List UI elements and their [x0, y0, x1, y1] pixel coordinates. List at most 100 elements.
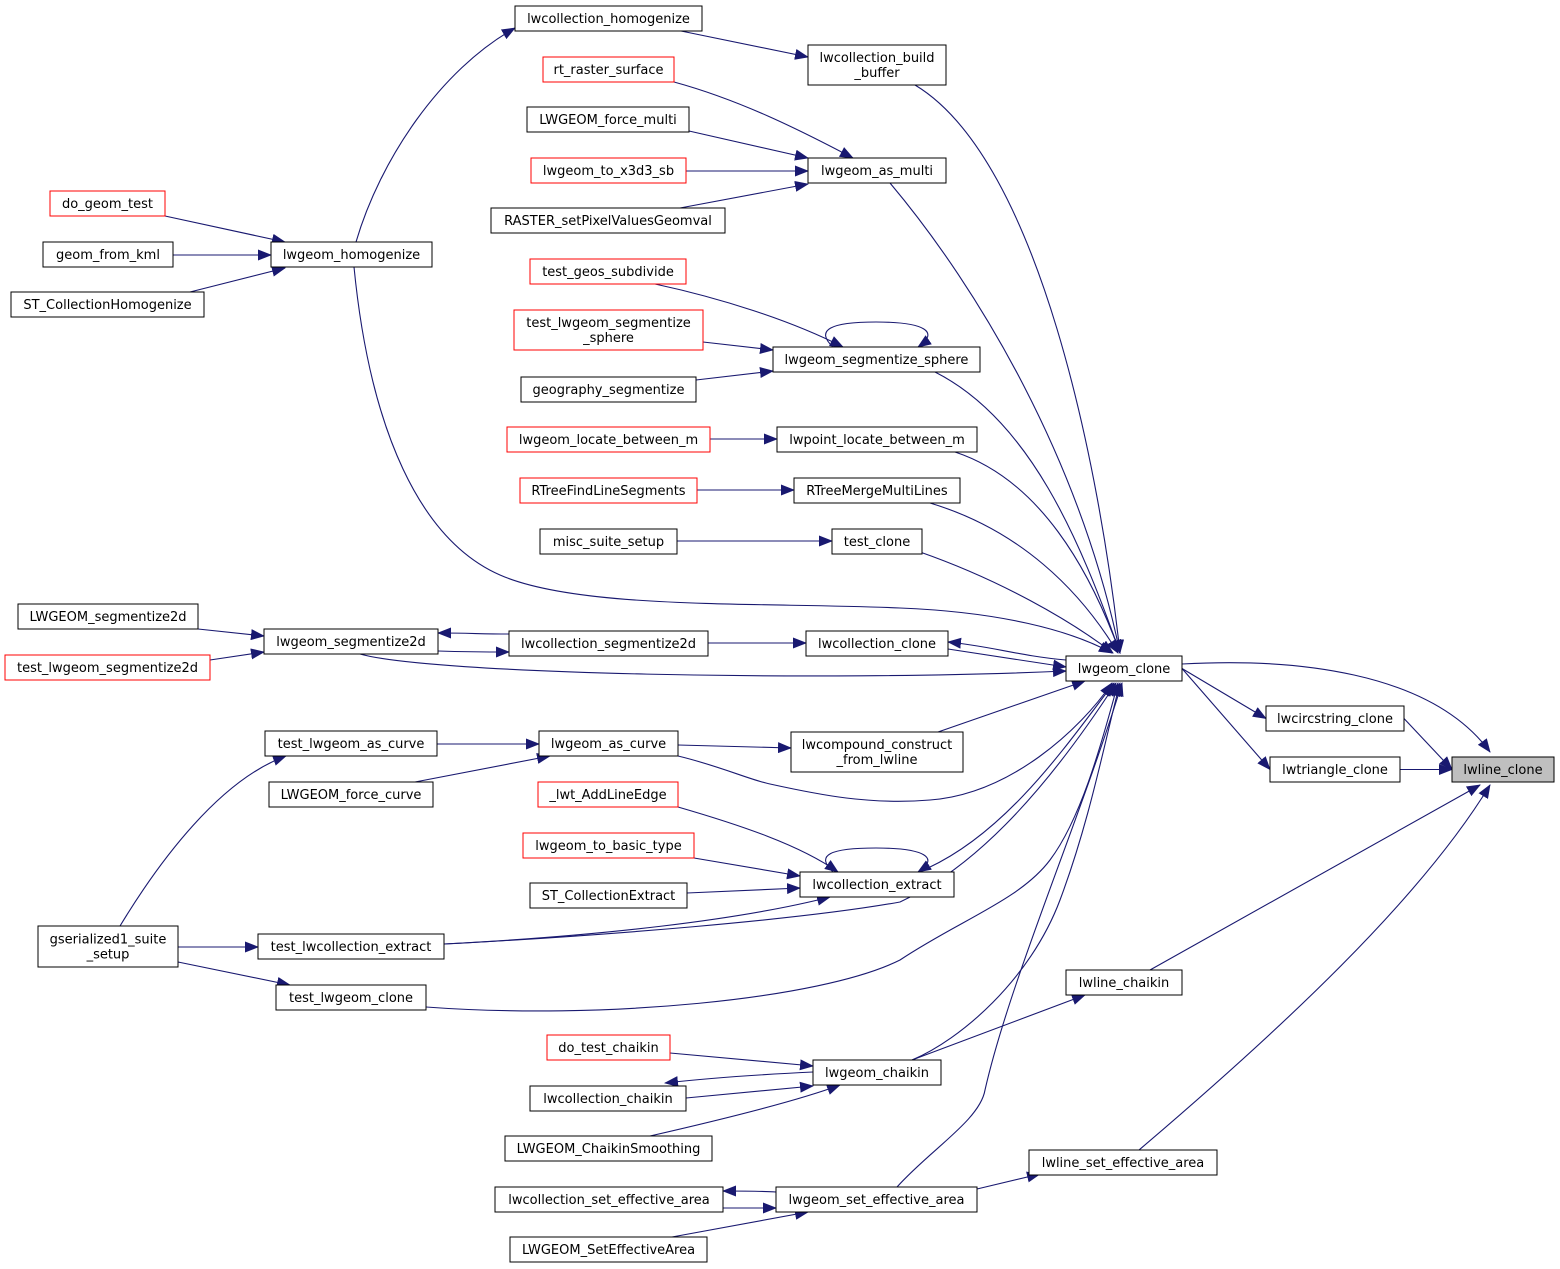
- node-lwline-chaikin[interactable]: lwline_chaikin: [1065, 969, 1183, 996]
- node-rtree-merge-multi-lines[interactable]: RTreeMergeMultiLines: [793, 477, 961, 504]
- node-test-lwgeom-as-curve[interactable]: test_lwgeom_as_curve: [264, 730, 438, 757]
- node-box: [522, 832, 695, 859]
- node-lwline-set-effective-area[interactable]: lwline_set_effective_area: [1028, 1149, 1218, 1176]
- node-test-lwgeom-segmentize-sphere[interactable]: test_lwgeom_segmentize_sphere: [513, 309, 704, 351]
- node-label: lwtriangle_clone: [1282, 763, 1388, 778]
- edge-lwgeom-chaikin-to-lwcollection-chaikin: [664, 1071, 814, 1088]
- node-lwgeom-segmentize2d[interactable]: LWGEOM_segmentize2d: [17, 603, 199, 630]
- node-lwgeom-chaikin[interactable]: lwgeom_chaikin: [812, 1059, 942, 1086]
- node-lwpoint-locate-between-m[interactable]: lwpoint_locate_between_m: [776, 426, 978, 453]
- node-rt-raster-surface[interactable]: rt_raster_surface: [542, 56, 675, 83]
- node-lwcollection-extract[interactable]: lwcollection_extract: [799, 871, 955, 898]
- edge-layer: [119, 27, 1491, 1238]
- node-box: [42, 241, 174, 268]
- node-lwgeom-set-effective-area[interactable]: LWGEOM_SetEffectiveArea: [509, 1236, 708, 1263]
- node-label: lwgeom_to_x3d3_sb: [543, 164, 674, 179]
- node-label: _buffer: [853, 66, 900, 81]
- node-lwgeom-set-effective-area[interactable]: lwgeom_set_effective_area: [775, 1186, 978, 1213]
- node-box: [270, 241, 433, 268]
- edge-test-lwcollection-extract-to-lwcollection-extract: [443, 894, 831, 945]
- node-box: [10, 291, 205, 318]
- edge-lwgeom-clone-to-lwtriangle-clone: [1181, 668, 1271, 771]
- edge-lwgeom-set-effective-area-to-lwgeom-set-effective-area: [671, 1208, 809, 1238]
- edge-lwgeom-set-effective-area-to-lwgeom-clone: [896, 682, 1124, 1188]
- edge-lwgeom-set-effective-area-to-lwline-set-effective-area: [976, 1171, 1041, 1190]
- node-box: [268, 781, 434, 808]
- node-label: lwgeom_segmentize2d: [276, 635, 426, 650]
- node-lwcircstring-clone[interactable]: lwcircstring_clone: [1265, 705, 1405, 732]
- edge-lwcollection-homogenize-to-lwcollection-build-buffer: [680, 30, 809, 60]
- edge-do-geom-test-to-lwgeom-homogenize: [164, 215, 286, 245]
- node-lwcollection-set-effective-area[interactable]: lwcollection_set_effective_area: [494, 1186, 724, 1213]
- node-box: [513, 309, 704, 351]
- node-label: lwcollection_extract: [812, 878, 941, 893]
- node-test-lwcollection-extract[interactable]: test_lwcollection_extract: [257, 933, 445, 960]
- node-raster-set-pixel-values-geomval[interactable]: RASTER_setPixelValuesGeomval: [490, 207, 726, 234]
- node-lwgeom-clone[interactable]: lwgeom_clone: [1065, 655, 1183, 682]
- edge-lwcollection-segmentize2d-to-lwgeom-segmentize2d: [437, 627, 510, 639]
- edge-lwgeom-homogenize-to-lwcollection-homogenize: [355, 27, 516, 243]
- node-label: lwgeom_clone: [1078, 662, 1171, 677]
- node-lwgeom-chaikin-smoothing[interactable]: LWGEOM_ChaikinSmoothing: [504, 1135, 713, 1162]
- node-lwcompound-construct-from-lwline[interactable]: lwcompound_construct_from_lwline: [790, 731, 964, 773]
- edge-do-test-chaikin-to-lwgeom-chaikin: [669, 1052, 814, 1071]
- node-box: [264, 730, 438, 757]
- node-test-lwgeom-clone[interactable]: test_lwgeom_clone: [275, 984, 427, 1011]
- node-box: [537, 781, 679, 808]
- node-box: [49, 190, 166, 217]
- edge-lwline-chaikin-to-lwline-clone: [1149, 784, 1481, 971]
- edge-lwgeom-force-multi-to-lwgeom-as-multi: [688, 130, 809, 161]
- node-box: [526, 106, 690, 133]
- node-lwcollection-chaikin[interactable]: lwcollection_chaikin: [529, 1085, 687, 1112]
- edge-lwgeom-chaikin-smoothing-to-lwgeom-chaikin: [649, 1084, 841, 1137]
- edge-lwgeom-as-curve-to-lwcompound-construct-from-lwline: [677, 742, 792, 754]
- edge-test-lwgeom-segmentize-sphere-to-lwgeom-segmentize-sphere: [702, 341, 774, 354]
- node-lwtriangle-clone[interactable]: lwtriangle_clone: [1269, 756, 1401, 783]
- node-st-collection-homogenize[interactable]: ST_CollectionHomogenize: [10, 291, 205, 318]
- node-do-geom-test[interactable]: do_geom_test: [49, 190, 166, 217]
- node-lwline-clone[interactable]: lwline_clone: [1451, 756, 1555, 783]
- node-lwgeom-force-multi[interactable]: LWGEOM_force_multi: [526, 106, 690, 133]
- node-do-test-chaikin[interactable]: do_test_chaikin: [546, 1034, 671, 1061]
- node-lwgeom-as-curve[interactable]: lwgeom_as_curve: [538, 730, 679, 757]
- node-lwgeom-locate-between-m[interactable]: lwgeom_locate_between_m: [506, 426, 711, 453]
- node-geom-from-kml[interactable]: geom_from_kml: [42, 241, 174, 268]
- node-lwt-add-line-edge[interactable]: _lwt_AddLineEdge: [537, 781, 679, 808]
- node-rtree-find-line-segments[interactable]: RTreeFindLineSegments: [519, 477, 698, 504]
- node-lwgeom-force-curve[interactable]: LWGEOM_force_curve: [268, 781, 434, 808]
- node-test-lwgeom-segmentize2d[interactable]: test_lwgeom_segmentize2d: [4, 654, 211, 681]
- edge-raster-set-pixel-values-geomval-to-lwgeom-as-multi: [679, 180, 809, 209]
- node-box: [520, 376, 697, 403]
- node-label: LWGEOM_force_curve: [281, 788, 422, 803]
- node-lwgeom-segmentize-sphere[interactable]: lwgeom_segmentize_sphere: [772, 346, 981, 373]
- node-label: ST_CollectionExtract: [542, 889, 676, 904]
- node-lwcollection-homogenize[interactable]: lwcollection_homogenize: [514, 5, 703, 32]
- node-geography-segmentize[interactable]: geography_segmentize: [520, 376, 697, 403]
- node-label: _lwt_AddLineEdge: [548, 788, 666, 803]
- node-test-geos-subdivide[interactable]: test_geos_subdivide: [529, 258, 687, 285]
- node-lwgeom-segmentize2d[interactable]: lwgeom_segmentize2d: [263, 628, 439, 655]
- node-lwgeom-to-basic-type[interactable]: lwgeom_to_basic_type: [522, 832, 695, 859]
- node-label: lwcompound_construct: [802, 738, 952, 753]
- node-lwcollection-segmentize2d[interactable]: lwcollection_segmentize2d: [508, 630, 709, 657]
- node-label: lwgeom_set_effective_area: [789, 1193, 965, 1208]
- node-lwgeom-as-multi[interactable]: lwgeom_as_multi: [807, 157, 947, 184]
- edge-lwcompound-construct-from-lwline-to-lwgeom-clone: [937, 680, 1086, 733]
- node-lwgeom-homogenize[interactable]: lwgeom_homogenize: [270, 241, 433, 268]
- node-lwcollection-build-buffer[interactable]: lwcollection_build_buffer: [807, 44, 947, 86]
- node-lwgeom-to-x3d3-sb[interactable]: lwgeom_to_x3d3_sb: [530, 157, 687, 184]
- node-label: geom_from_kml: [56, 248, 160, 263]
- node-label: do_test_chaikin: [558, 1041, 659, 1056]
- node-label: lwcircstring_clone: [1277, 712, 1393, 727]
- node-lwcollection-clone[interactable]: lwcollection_clone: [805, 630, 949, 657]
- node-box: [257, 933, 445, 960]
- node-st-collection-extract[interactable]: ST_CollectionExtract: [529, 882, 688, 909]
- node-test-clone[interactable]: test_clone: [831, 528, 923, 555]
- edge-lwcollection-chaikin-to-lwgeom-chaikin: [685, 1081, 814, 1099]
- node-gserialized1-suite-setup[interactable]: gserialized1_suite_setup: [37, 925, 179, 968]
- edge-rt-raster-surface-to-lwgeom-as-multi: [673, 81, 854, 159]
- node-box: [17, 603, 199, 630]
- node-misc-suite-setup[interactable]: misc_suite_setup: [539, 528, 678, 555]
- node-label: test_geos_subdivide: [542, 265, 674, 280]
- edge-lwgeom-homogenize-to-lwgeom-clone: [353, 266, 1113, 654]
